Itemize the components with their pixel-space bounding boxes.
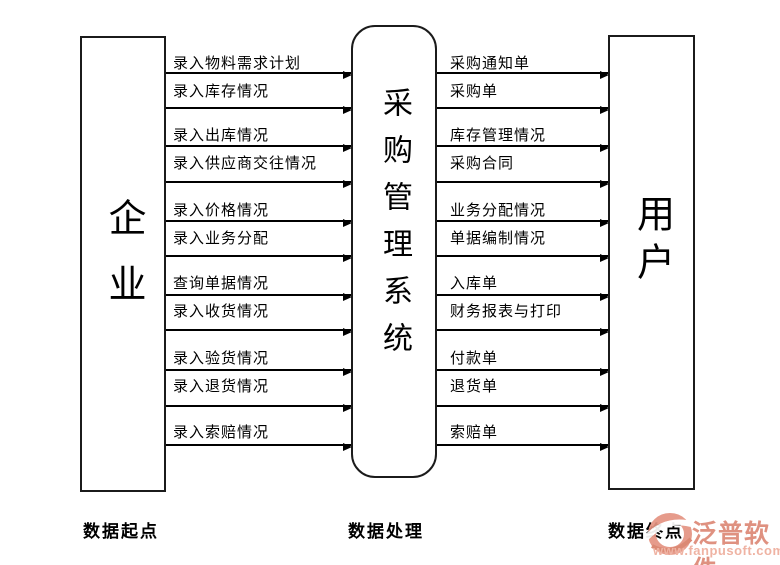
- right-flow-label: 单据编制情况: [450, 231, 547, 247]
- left-flow-label: 录入供应商交往情况: [173, 156, 318, 172]
- left-flow-arrow: [166, 180, 352, 188]
- left-flow-arrow: [166, 106, 352, 114]
- right-flow-arrow: [437, 404, 609, 412]
- left-flow-arrow: [166, 404, 352, 412]
- watermark-url: www.fanpusoft.com: [653, 543, 780, 558]
- right-flow-arrow: [437, 180, 609, 188]
- right-flow-arrow: [437, 106, 609, 114]
- enterprise-label: 企业: [102, 198, 144, 330]
- right-flow-label: 业务分配情况: [450, 203, 547, 219]
- right-flow-arrow: [437, 328, 609, 336]
- left-flow-label: 录入业务分配: [173, 231, 270, 247]
- right-flow-label: 入库单: [450, 276, 499, 292]
- system-box: 采购管理系统: [351, 25, 437, 478]
- right-flow-label: 付款单: [450, 351, 499, 367]
- right-flow-label: 采购合同: [450, 156, 515, 172]
- right-flow-arrow: [437, 368, 609, 376]
- right-flow-label: 采购通知单: [450, 56, 531, 72]
- right-flow-arrow: [437, 443, 609, 451]
- right-flow-label: 采购单: [450, 84, 499, 100]
- user-box: 用户: [608, 35, 695, 490]
- system-label: 采购管理系统: [378, 86, 411, 369]
- left-flow-arrow: [166, 144, 352, 152]
- left-flow-label: 录入收货情况: [173, 304, 270, 320]
- left-flow-label: 录入价格情况: [173, 203, 270, 219]
- left-flow-label: 录入库存情况: [173, 84, 270, 100]
- left-flow-arrow: [166, 443, 352, 451]
- left-flow-label: 录入物料需求计划: [173, 56, 302, 72]
- left-flow-arrow: [166, 254, 352, 262]
- user-label: 用户: [630, 193, 673, 290]
- left-flow-label: 录入索赔情况: [173, 425, 270, 441]
- left-flow-label: 录入验货情况: [173, 351, 270, 367]
- left-flow-arrow: [166, 368, 352, 376]
- right-flow-label: 财务报表与打印: [450, 304, 563, 320]
- left-flow-arrow: [166, 219, 352, 227]
- left-flow-arrow: [166, 293, 352, 301]
- left-flow-arrow: [166, 328, 352, 336]
- footer-data-origin: 数据起点: [83, 522, 159, 541]
- left-flow-label: 录入出库情况: [173, 128, 270, 144]
- right-flow-label: 退货单: [450, 379, 499, 395]
- right-flow-label: 库存管理情况: [450, 128, 547, 144]
- right-flow-arrow: [437, 144, 609, 152]
- right-flow-arrow: [437, 219, 609, 227]
- footer-data-processing: 数据处理: [348, 522, 424, 541]
- right-flow-arrow: [437, 254, 609, 262]
- enterprise-box: 企业: [80, 36, 166, 492]
- right-flow-arrow: [437, 293, 609, 301]
- left-flow-arrow: [166, 71, 352, 79]
- right-flow-label: 索赔单: [450, 425, 499, 441]
- watermark-brand: 泛普软件: [692, 520, 771, 565]
- left-flow-label: 查询单据情况: [173, 276, 270, 292]
- left-flow-label: 录入退货情况: [173, 379, 270, 395]
- right-flow-arrow: [437, 71, 609, 79]
- fanpu-logo-icon: [644, 513, 696, 555]
